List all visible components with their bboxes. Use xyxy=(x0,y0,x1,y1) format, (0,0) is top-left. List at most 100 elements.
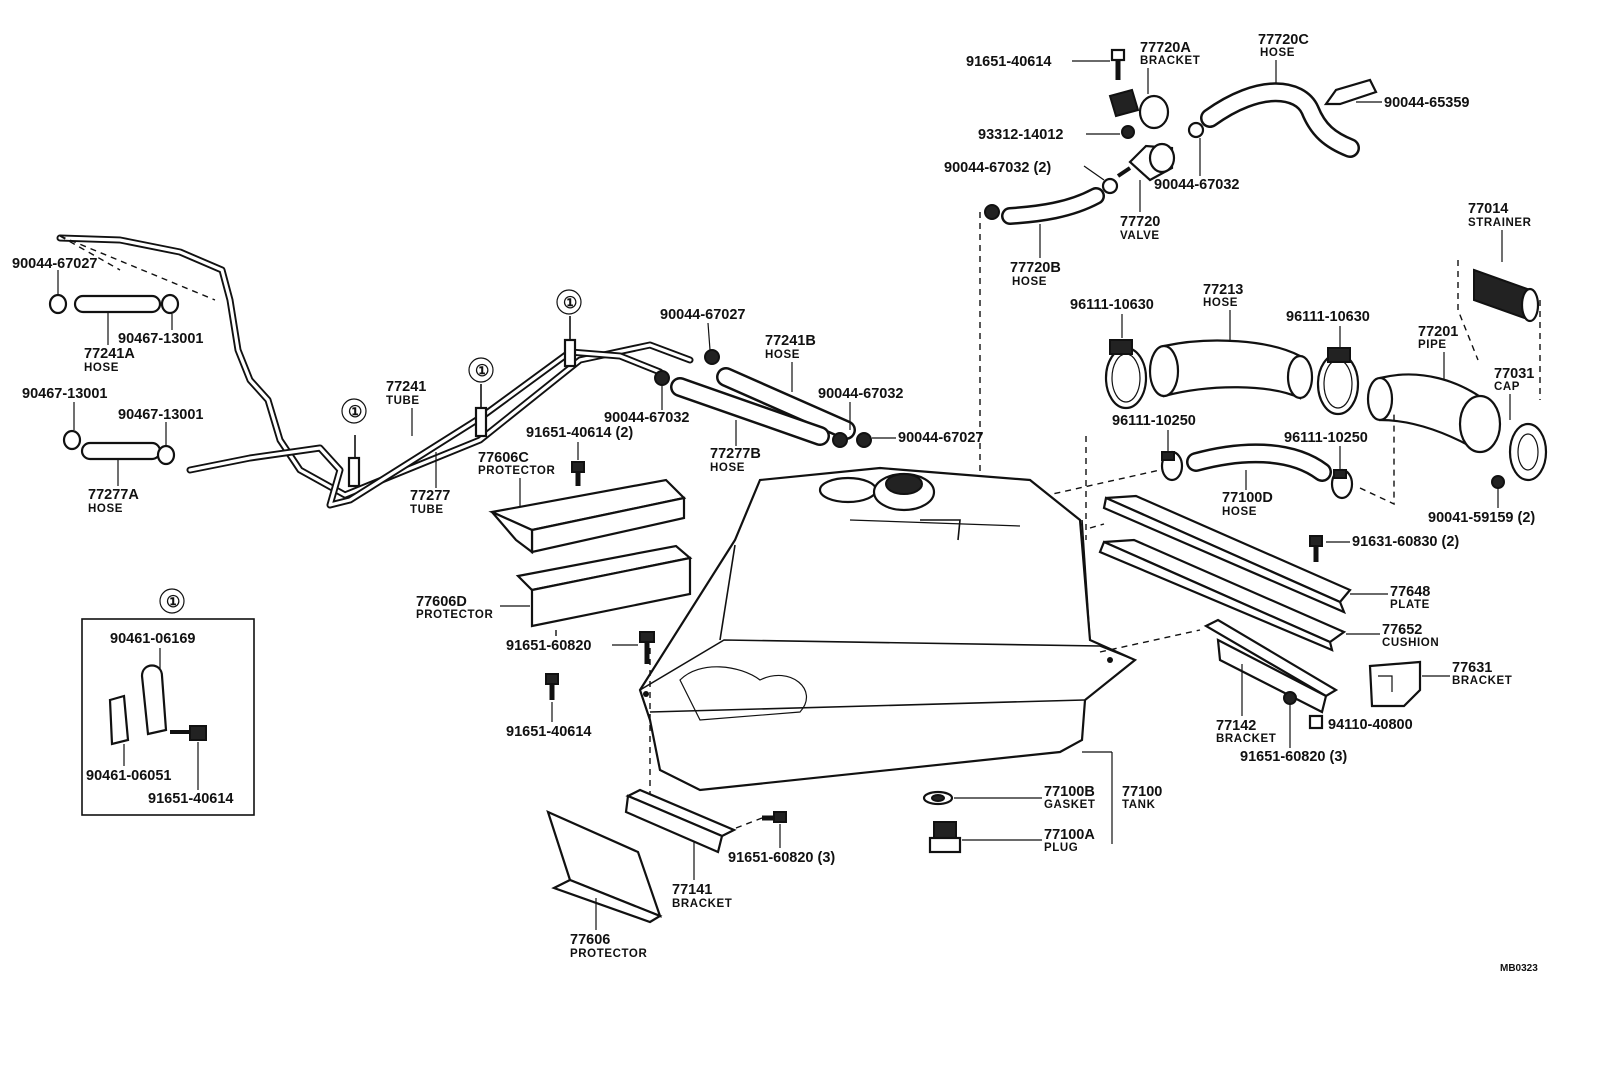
label-94110-40800: 94110-40800 xyxy=(1328,717,1413,733)
label-77014: 77014 xyxy=(1468,201,1508,217)
label-77720C-name: HOSE xyxy=(1260,47,1295,59)
label-77606C: 77606C xyxy=(478,450,529,466)
label-91651-60820-3r: 91651-60820 (3) xyxy=(1240,749,1347,765)
inset-bolt xyxy=(189,725,207,741)
label-77648: 77648 xyxy=(1390,584,1430,600)
label-77100D-name: HOSE xyxy=(1222,506,1257,518)
svg-text:①: ① xyxy=(348,404,362,421)
bolt-91651-40614-low xyxy=(545,673,559,700)
label-77241A: 77241A xyxy=(84,346,135,362)
label-77014-name: STRAINER xyxy=(1468,217,1532,229)
hose-77213 xyxy=(1148,339,1314,400)
svg-text:①: ① xyxy=(563,295,577,312)
label-77631-name: BRACKET xyxy=(1452,675,1512,687)
valve-77720 xyxy=(1116,142,1176,182)
protector-77606 xyxy=(546,809,663,924)
leader-dashed-pipe xyxy=(1359,410,1395,506)
leader-dashed-bracket xyxy=(735,817,763,829)
leader-dashed-valve xyxy=(950,212,981,501)
label-77100: 77100 xyxy=(1122,784,1162,800)
inset-clamp-lower xyxy=(108,694,130,746)
bolt-91651-40614-2 xyxy=(571,461,585,486)
screw-90041-59159 xyxy=(1491,475,1505,489)
label-77213: 77213 xyxy=(1203,282,1243,298)
strainer-77014 xyxy=(1473,268,1540,323)
label-93312-14012: 93312-14012 xyxy=(978,127,1063,143)
leader-dashed-strainer xyxy=(1457,260,1541,400)
label-77241B: 77241B xyxy=(765,333,816,349)
label-96111-10250-b: 96111-10250 xyxy=(1284,430,1368,446)
label-77241-name: TUBE xyxy=(386,395,420,407)
cap-77031 xyxy=(1508,422,1548,482)
inset-clamp-upper xyxy=(140,664,168,736)
bracket-77631 xyxy=(1368,660,1422,708)
tube-clamp-1: ① xyxy=(341,398,367,488)
label-90044-67032-mid: 90044-67032 xyxy=(604,410,689,426)
label-77720B: 77720B xyxy=(1010,260,1061,276)
label-77720C: 77720C xyxy=(1258,32,1309,48)
label-90467-13001-b: 90467-13001 xyxy=(22,386,107,402)
label-90461-06051: 90461-06051 xyxy=(86,768,171,784)
label-96111-10250-a: 96111-10250 xyxy=(1112,413,1196,429)
clamp-96111-10630-a xyxy=(1104,339,1148,410)
cushion-77652 xyxy=(1098,538,1347,652)
hose-77277B xyxy=(654,370,848,448)
label-77720A: 77720A xyxy=(1140,40,1191,56)
leader-dashed-plate xyxy=(1089,523,1201,653)
label-91651-60820-3b: 91651-60820 (3) xyxy=(728,850,835,866)
hose-77241A xyxy=(48,293,180,315)
label-91651-40614-2: 91651-40614 (2) xyxy=(526,425,633,441)
label-91631-60830: 91631-60830 (2) xyxy=(1352,534,1459,550)
tube-clamp-3: ① xyxy=(556,289,582,368)
label-77720A-name: BRACKET xyxy=(1140,55,1200,67)
label-77141-name: BRACKET xyxy=(672,898,732,910)
label-77720: 77720 xyxy=(1120,214,1160,230)
bolt-91631-60830 xyxy=(1309,535,1323,562)
label-77277A-name: HOSE xyxy=(88,503,123,515)
leader-dashed-protector xyxy=(555,630,651,800)
label-77652: 77652 xyxy=(1382,622,1422,638)
label-96111-10630-a: 96111-10630 xyxy=(1070,297,1154,313)
label-77606: 77606 xyxy=(570,932,610,948)
tube-clamp-2: ① xyxy=(468,357,494,438)
label-90461-06169: 90461-06169 xyxy=(110,631,195,647)
bolt-91651-60820 xyxy=(639,631,655,664)
label-90044-67032-mid2: 90044-67032 xyxy=(818,386,903,402)
hose-77720B xyxy=(984,187,1105,225)
hose-77277A xyxy=(62,429,176,466)
label-91651-40614-inset: 91651-40614 xyxy=(148,791,233,807)
label-90044-67027-mid: 90044-67027 xyxy=(660,307,745,323)
label-77100B-name: GASKET xyxy=(1044,799,1096,811)
label-77142-name: BRACKET xyxy=(1216,733,1276,745)
hose-77241B xyxy=(704,349,872,448)
hose-77100D xyxy=(1186,443,1332,482)
label-77100A: 77100A xyxy=(1044,827,1095,843)
plug-77100A xyxy=(928,821,962,854)
label-90467-13001-a: 90467-13001 xyxy=(118,331,203,347)
label-77606D: 77606D xyxy=(416,594,467,610)
label-91651-60820: 91651-60820 xyxy=(506,638,591,654)
label-77031-name: CAP xyxy=(1494,381,1520,393)
label-77100A-name: PLUG xyxy=(1044,842,1078,854)
fuel-tank-77100 xyxy=(638,466,1138,792)
label-77241A-name: HOSE xyxy=(84,362,119,374)
label-77631: 77631 xyxy=(1452,660,1492,676)
label-77141: 77141 xyxy=(672,882,712,898)
label-91651-40614-low: 91651-40614 xyxy=(506,724,591,740)
bolt-91651-40614-top xyxy=(1110,48,1126,80)
label-77142: 77142 xyxy=(1216,718,1256,734)
plate-77648 xyxy=(1102,494,1352,615)
inset-marker: ① xyxy=(166,594,180,611)
label-77201-name: PIPE xyxy=(1418,339,1447,351)
clip-90044-67032-r xyxy=(1187,121,1205,139)
leader-dashed-left xyxy=(59,235,216,301)
label-77277B: 77277B xyxy=(710,446,761,462)
label-77100D: 77100D xyxy=(1222,490,1273,506)
clamp-96111-10250-a xyxy=(1160,450,1184,482)
label-77606D-name: PROTECTOR xyxy=(416,609,493,621)
pipe-77201 xyxy=(1366,373,1502,454)
bolt-91651-60820-3r xyxy=(1283,691,1297,705)
label-90044-65359: 90044-65359 xyxy=(1384,95,1469,111)
clip-90044-65359 xyxy=(1323,78,1378,106)
